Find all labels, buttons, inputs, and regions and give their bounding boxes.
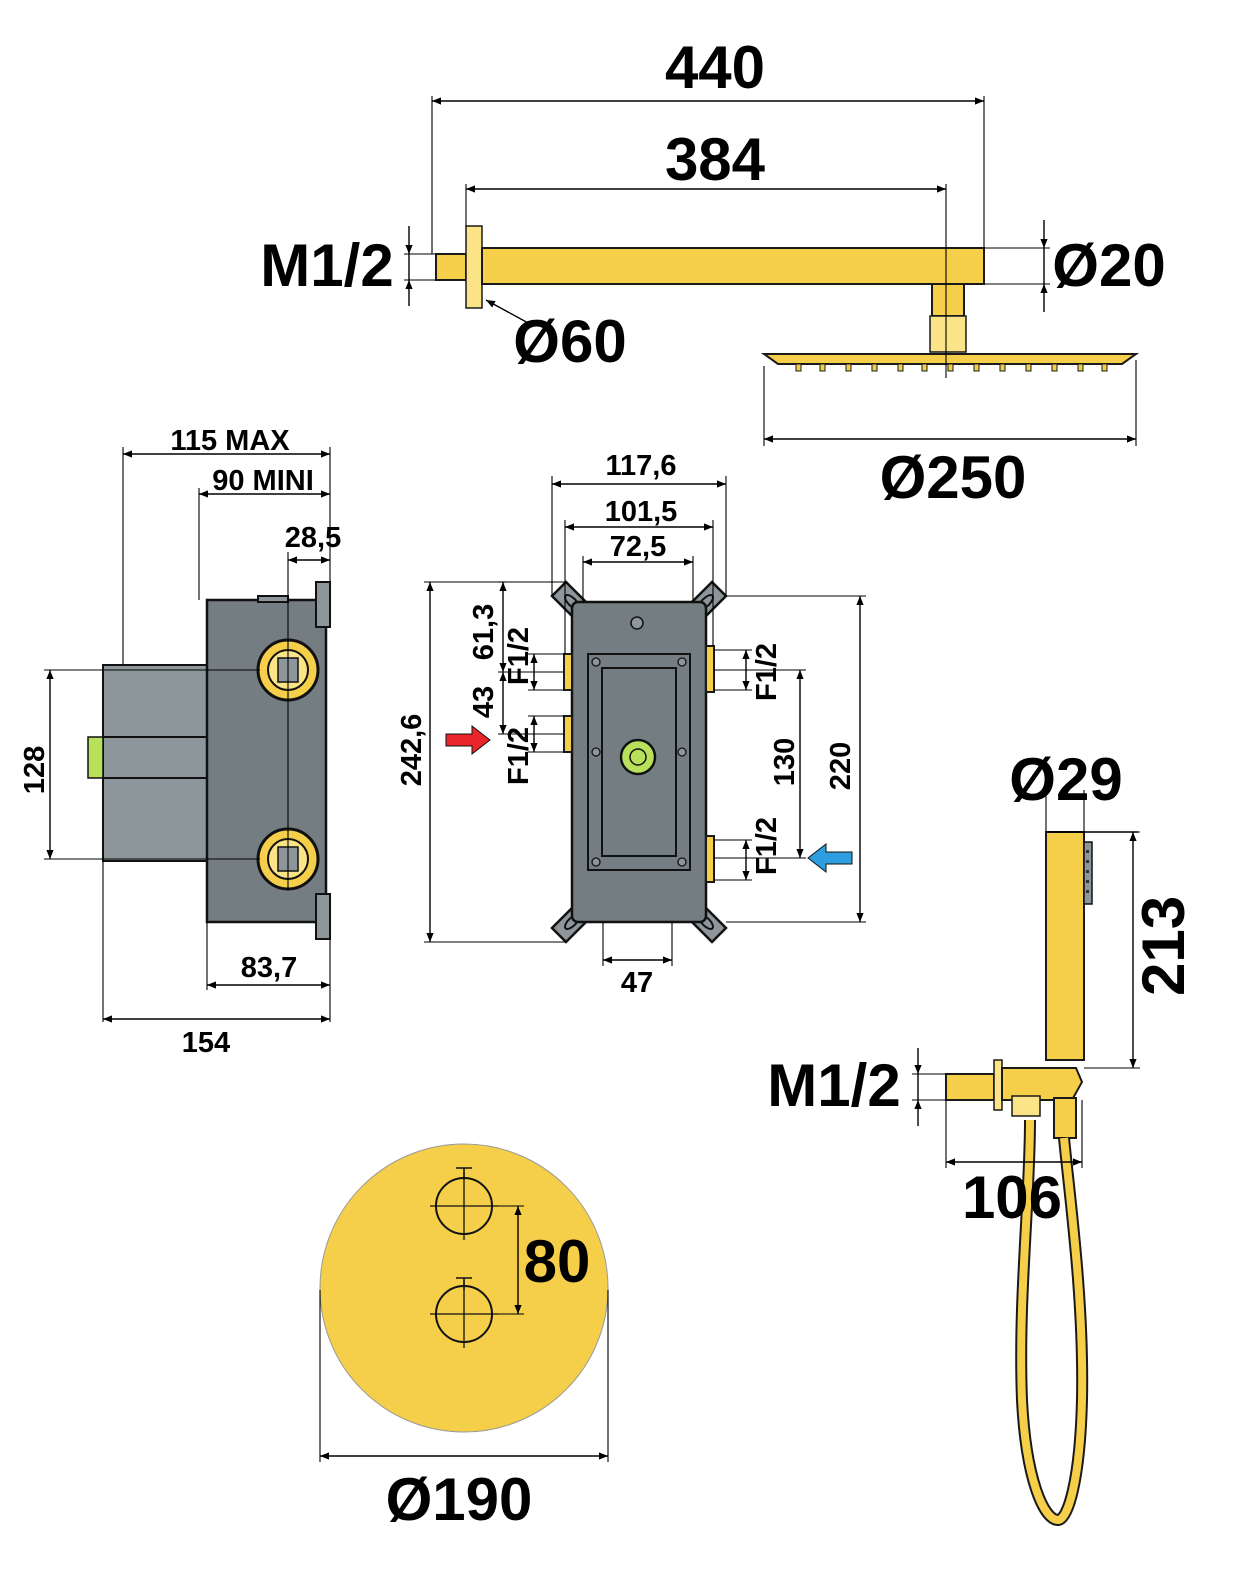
depth-min-label: 90 MINI (212, 465, 314, 497)
arm-diameter-label: Ø20 (1052, 232, 1165, 299)
overall-width-label: 154 (182, 1027, 230, 1059)
right-bottom-port-thread-label: F1/2 (751, 817, 783, 875)
cold-water-arrow (807, 842, 853, 874)
valve-side-top-lug (315, 581, 331, 628)
front-width-overall-label: 117,6 (606, 450, 677, 482)
trim-dimensions (319, 1205, 609, 1462)
arm-thread-label: M1/2 (260, 232, 393, 299)
arm-total-length-label: 440 (665, 34, 765, 101)
valve-side-dimensions (44, 447, 331, 1023)
trim-plate (319, 1143, 609, 1433)
hot-water-arrow (445, 724, 491, 756)
shower-head (760, 353, 1140, 372)
valve-side-sleeve (102, 664, 208, 862)
hand-shower-hose-nut (1011, 1095, 1041, 1117)
arm-connector-nut (929, 315, 967, 353)
arm-thread-stub (435, 253, 467, 281)
valve-front-ports (563, 645, 715, 883)
side-height-label: 128 (19, 746, 51, 794)
top-offset-label: 61,3 (468, 604, 500, 660)
hand-shower-length-label: 213 (1130, 896, 1197, 996)
hand-shower-outlet-length-label: 106 (962, 1164, 1062, 1231)
hand-shower-diameter-label: Ø29 (1009, 746, 1122, 813)
hand-shower-head (1045, 831, 1085, 1061)
port-spacing-label: 43 (468, 686, 500, 718)
hand-shower-holder (1053, 1097, 1077, 1139)
valve-front-cover-window (601, 667, 677, 857)
front-width-body-label: 101,5 (605, 496, 678, 528)
trim-diameter-label: Ø190 (386, 1466, 533, 1533)
front-height-body-label: 220 (825, 742, 857, 790)
left-top-port-thread-label: F1/2 (503, 627, 535, 685)
arm-tube (481, 247, 985, 285)
valve-front-dimensions (424, 476, 866, 966)
shower-head-nozzles (795, 363, 1108, 372)
front-height-overall-label: 242,6 (396, 714, 428, 787)
handle-spacing-label: 80 (524, 1228, 591, 1295)
hand-shower-thread-label: M1/2 (767, 1052, 900, 1119)
body-depth-label: 83,7 (241, 952, 297, 984)
hand-shower (945, 831, 1093, 1527)
arm-dimensions (404, 96, 1137, 446)
hand-shower-dimensions (912, 790, 1140, 1168)
shower-head-plate (760, 353, 1140, 365)
left-bottom-port-thread-label: F1/2 (503, 727, 535, 785)
depth-max-label: 115 MAX (170, 425, 290, 457)
arm-connector (931, 283, 965, 317)
bottom-width-label: 47 (621, 967, 653, 999)
valve-side-green-cap (87, 736, 104, 779)
valve-side-bottom-lug (315, 893, 331, 940)
front-width-inner-label: 72,5 (610, 531, 666, 563)
outlet-spacing-label: 130 (769, 738, 801, 786)
arm-length-label: 384 (665, 126, 766, 193)
flange-diameter-label: Ø60 (513, 308, 626, 375)
inlet-offset-label: 28,5 (285, 522, 341, 554)
valve-spirit-level (619, 738, 657, 776)
arm-flange (465, 225, 483, 309)
valve-side-top-tab (257, 595, 289, 603)
valve-side-view (87, 581, 331, 940)
hand-shower-elbow (1001, 1067, 1084, 1101)
shower-head-diameter-label: Ø250 (880, 444, 1027, 511)
right-top-port-thread-label: F1/2 (751, 643, 783, 701)
valve-front-cover-frame (587, 653, 691, 871)
valve-front-view (445, 580, 853, 944)
hand-shower-thread-stub (945, 1073, 995, 1101)
shower-arm (435, 225, 985, 353)
hand-shower-outlet-flange (993, 1059, 1003, 1111)
